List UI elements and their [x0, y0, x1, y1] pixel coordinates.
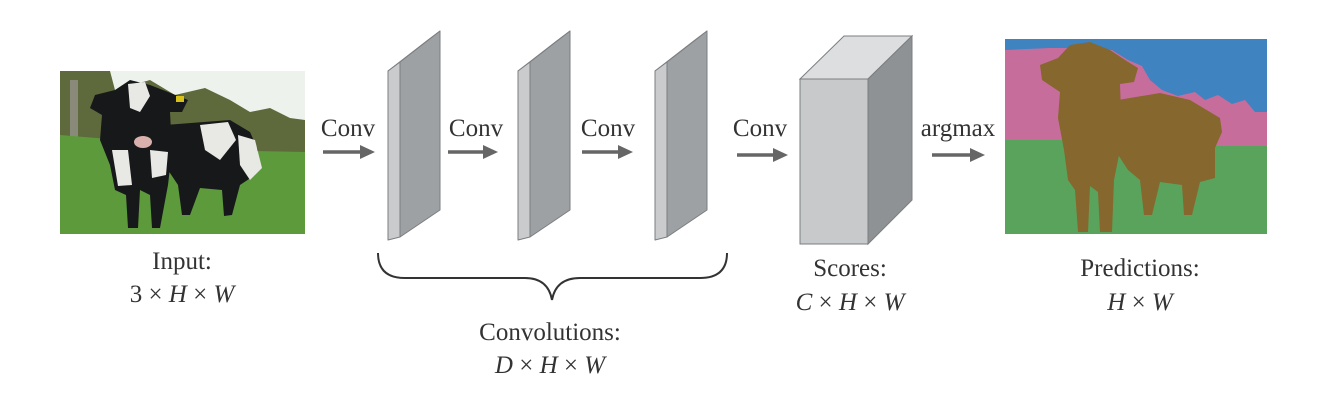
arrow-conv-3: Conv [581, 115, 636, 159]
prediction-cow-back [1115, 93, 1222, 215]
predictions-label: Predictions: [1080, 255, 1199, 282]
input-dims: 3 × H × W [130, 281, 237, 308]
arrow-argmax: argmax [921, 115, 996, 162]
arrow-label-conv-3: Conv [581, 115, 636, 142]
arrow-conv-1: Conv [321, 115, 376, 159]
arrow-label-conv-1: Conv [321, 115, 376, 142]
input-label: Input: [152, 248, 212, 275]
arrow-label-argmax: argmax [921, 115, 996, 142]
input-tree-trunk [70, 80, 78, 140]
convolutions-label: Convolutions: [479, 319, 621, 346]
input-cow-back [165, 120, 262, 216]
conv-layer-2 [517, 30, 571, 241]
prediction-cow-front [1040, 42, 1138, 232]
arrow-label-conv-4: Conv [733, 115, 788, 142]
scores-label: Scores: [813, 255, 887, 282]
input-cow-front [90, 80, 188, 228]
arrow-conv-4: Conv [733, 115, 788, 162]
scores-block [798, 34, 914, 246]
scores-dims: C × H × W [796, 289, 907, 316]
arrow-label-conv-2: Conv [449, 115, 504, 142]
conv-layer-3 [654, 30, 708, 241]
convolutions-brace [377, 252, 728, 301]
conv-layer-1 [387, 30, 441, 241]
arrow-conv-2: Conv [448, 115, 504, 159]
input-image [60, 71, 305, 234]
prediction-sky-region [1005, 39, 1267, 112]
prediction-map [1005, 39, 1267, 234]
convolutions-dims: D × H × W [494, 352, 607, 379]
predictions-dims: H × W [1106, 289, 1175, 316]
